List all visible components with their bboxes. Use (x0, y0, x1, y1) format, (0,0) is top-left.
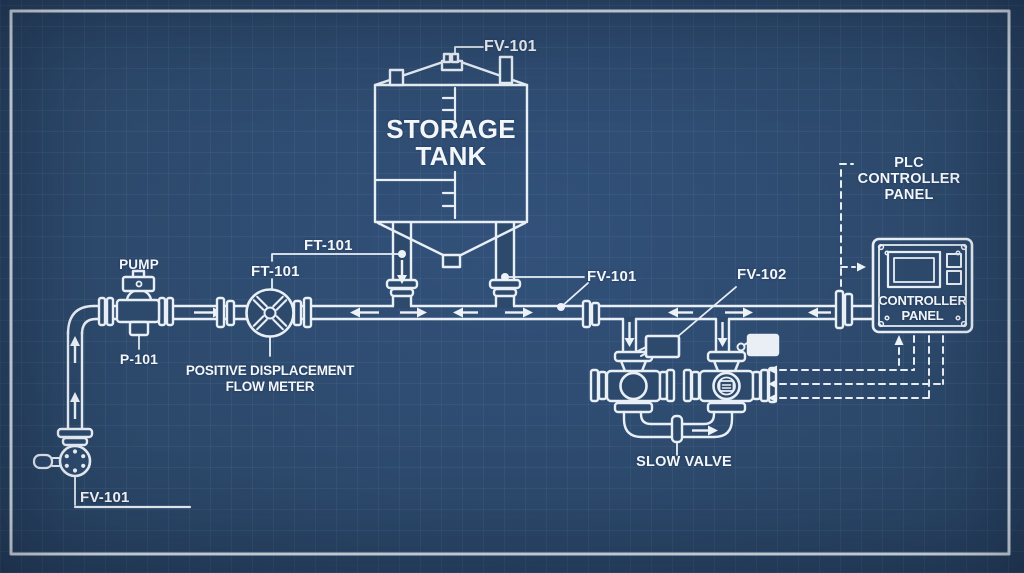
tank-right-nozzle (498, 55, 514, 85)
label-flow-meter-line1: POSITIVE DISPLACEMENT (185, 363, 355, 378)
pipe-flange (581, 289, 854, 330)
panel-button (946, 253, 962, 268)
leader-dot (398, 250, 406, 258)
label-controller-panel-line2: PANEL (901, 307, 944, 323)
label-ft101-lower: FT-101 (251, 263, 300, 280)
label-fv101-mid: FV-101 (587, 268, 637, 285)
label-controller-panel: CONTROLLER PANEL (872, 293, 973, 323)
label-fv102: FV-102 (737, 266, 787, 283)
blueprint-frame (9, 9, 1011, 556)
flow-meter (215, 288, 313, 357)
storage-tank (373, 52, 529, 308)
label-pump-tag: P-101 (119, 351, 159, 367)
leader-dot (501, 273, 509, 281)
control-valve-fv102 (682, 317, 780, 414)
manual-valve (32, 427, 94, 506)
label-slow-valve: SLOW VALVE (636, 454, 732, 470)
label-flow-meter: POSITIVE DISPLACEMENT FLOW METER (180, 363, 360, 394)
pump (97, 269, 175, 350)
tank-top-valve-nozzle (440, 52, 464, 72)
leader-lines (73, 46, 737, 509)
label-ft101-upper: FT-101 (304, 237, 353, 254)
signal-lines (779, 163, 944, 399)
valve-actuator (644, 334, 681, 359)
valve-handle-grip (32, 453, 54, 470)
label-storage-tank-line2: TANK (415, 141, 487, 171)
label-pump: PUMP (119, 257, 159, 272)
valve-actuator (746, 333, 780, 357)
flow-arrows (70, 260, 831, 436)
label-tank-top-valve: FV-101 (484, 38, 537, 55)
control-valve-fv101 (589, 317, 681, 414)
label-plc-panel-line1: PLC CONTROLLER (857, 155, 961, 187)
tank-level-gauge (374, 86, 457, 220)
pump-outlet (128, 320, 150, 337)
label-controller-panel-line1: CONTROLLER (878, 293, 967, 308)
leader-dot (557, 303, 565, 311)
tank-left-nozzle (388, 68, 405, 87)
label-storage-tank-line1: STORAGE (386, 114, 516, 144)
panel-button (946, 270, 962, 285)
controller-panel (871, 237, 974, 334)
signal-arrows (768, 262, 904, 403)
label-plc-panel-line2: PANEL (884, 187, 934, 203)
label-flow-meter-line2: FLOW METER (225, 378, 315, 394)
label-storage-tank: STORAGE TANK (375, 116, 527, 170)
slow-valve-body (670, 414, 684, 444)
label-plc-panel: PLC CONTROLLER PANEL (850, 155, 968, 203)
label-manual-valve: FV-101 (80, 489, 130, 506)
slow-valve-pipe (622, 410, 734, 444)
